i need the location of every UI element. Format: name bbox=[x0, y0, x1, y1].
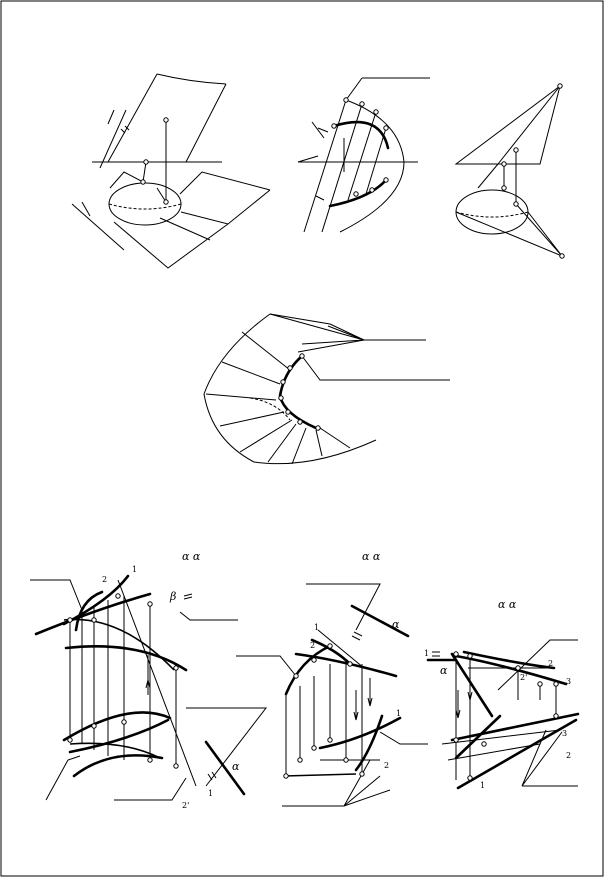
fig5-alpha: α bbox=[232, 760, 240, 773]
figure-cone-plane bbox=[454, 83, 565, 259]
point-marker bbox=[163, 199, 169, 205]
point-marker bbox=[121, 719, 127, 725]
point-marker bbox=[347, 661, 353, 667]
point-marker bbox=[140, 179, 146, 185]
fig7-label-3-top: 3 bbox=[566, 677, 571, 686]
fig6-label-1-top: 1 bbox=[314, 623, 319, 632]
point-marker bbox=[383, 177, 389, 183]
point-marker bbox=[481, 741, 487, 747]
point-marker bbox=[91, 723, 97, 729]
point-marker bbox=[311, 745, 317, 751]
point-marker bbox=[147, 601, 153, 607]
figure-curved-surface bbox=[297, 77, 430, 233]
point-marker bbox=[285, 409, 291, 415]
fig7-label-3-bottom: 3 bbox=[562, 729, 567, 738]
point-marker bbox=[359, 771, 365, 777]
figure-surface-projections-middle: α α α 1 2 1 2 bbox=[236, 550, 428, 807]
fig5-beta: β bbox=[169, 590, 176, 603]
point-marker bbox=[343, 757, 349, 763]
point-marker bbox=[369, 187, 375, 193]
fig5-title: α α bbox=[182, 550, 201, 563]
fig6-label-2-top: 2 bbox=[310, 641, 315, 650]
point-marker bbox=[553, 713, 559, 719]
point-marker bbox=[283, 773, 289, 779]
point-marker bbox=[327, 643, 333, 649]
point-marker bbox=[143, 159, 149, 165]
point-marker bbox=[373, 109, 379, 115]
figure-surface-projections: α α β α 1 2 1 2' bbox=[30, 550, 268, 810]
point-marker bbox=[297, 419, 303, 425]
point-marker bbox=[557, 83, 563, 89]
fig7-label-2p: 2' bbox=[520, 673, 527, 682]
point-marker bbox=[453, 737, 459, 743]
point-marker bbox=[147, 757, 153, 763]
point-marker bbox=[513, 201, 519, 207]
point-marker bbox=[501, 161, 507, 167]
fig6-label-2-bottom: 2 bbox=[384, 761, 389, 770]
point-marker bbox=[278, 395, 284, 401]
point-marker bbox=[311, 657, 317, 663]
point-marker bbox=[553, 681, 559, 687]
fig6-label-1-bottom: 1 bbox=[396, 709, 401, 718]
point-marker bbox=[343, 97, 349, 103]
point-marker bbox=[315, 425, 321, 431]
point-marker bbox=[453, 651, 459, 657]
point-marker bbox=[327, 737, 333, 743]
point-marker bbox=[467, 775, 473, 781]
point-marker bbox=[287, 365, 293, 371]
fig5-label-1-top: 1 bbox=[132, 565, 137, 574]
figure-surface-projections-right: α α α 1 2 2' 3 3 2 1 bbox=[424, 598, 580, 790]
point-marker bbox=[501, 185, 507, 191]
fig7-label-1-top: 1 bbox=[424, 649, 429, 658]
fig7-label-2-top: 2 bbox=[548, 659, 553, 668]
point-marker bbox=[353, 191, 359, 197]
point-marker bbox=[67, 617, 73, 623]
fig6-title: α α bbox=[362, 550, 381, 563]
fig7-label-1-bottom: 1 bbox=[480, 781, 485, 790]
fig5-label-1-bottom: 1 bbox=[208, 789, 213, 798]
fig7-title: α α bbox=[498, 598, 517, 611]
point-marker bbox=[173, 763, 179, 769]
fig5-label-2-top: 2 bbox=[102, 575, 107, 584]
point-marker bbox=[67, 737, 73, 743]
point-marker bbox=[359, 101, 365, 107]
point-marker bbox=[467, 653, 473, 659]
point-marker bbox=[515, 665, 521, 671]
point-marker bbox=[91, 617, 97, 623]
point-marker bbox=[513, 147, 519, 153]
fig7-alpha: α bbox=[440, 664, 448, 677]
point-marker bbox=[297, 757, 303, 763]
point-marker bbox=[173, 665, 179, 671]
point-marker bbox=[299, 353, 305, 359]
fig6-alpha: α bbox=[392, 618, 400, 631]
figure-helicoid bbox=[203, 313, 450, 465]
fig7-label-2-bottom: 2 bbox=[566, 751, 571, 760]
point-marker bbox=[115, 593, 121, 599]
point-marker bbox=[559, 253, 565, 259]
point-marker bbox=[537, 681, 543, 687]
point-marker bbox=[383, 125, 389, 131]
point-marker bbox=[331, 123, 337, 129]
point-marker bbox=[293, 673, 299, 679]
figure-cylinder-plane bbox=[71, 73, 271, 269]
point-marker bbox=[163, 117, 169, 123]
fig5-label-2p: 2' bbox=[182, 801, 189, 810]
point-marker bbox=[280, 379, 286, 385]
